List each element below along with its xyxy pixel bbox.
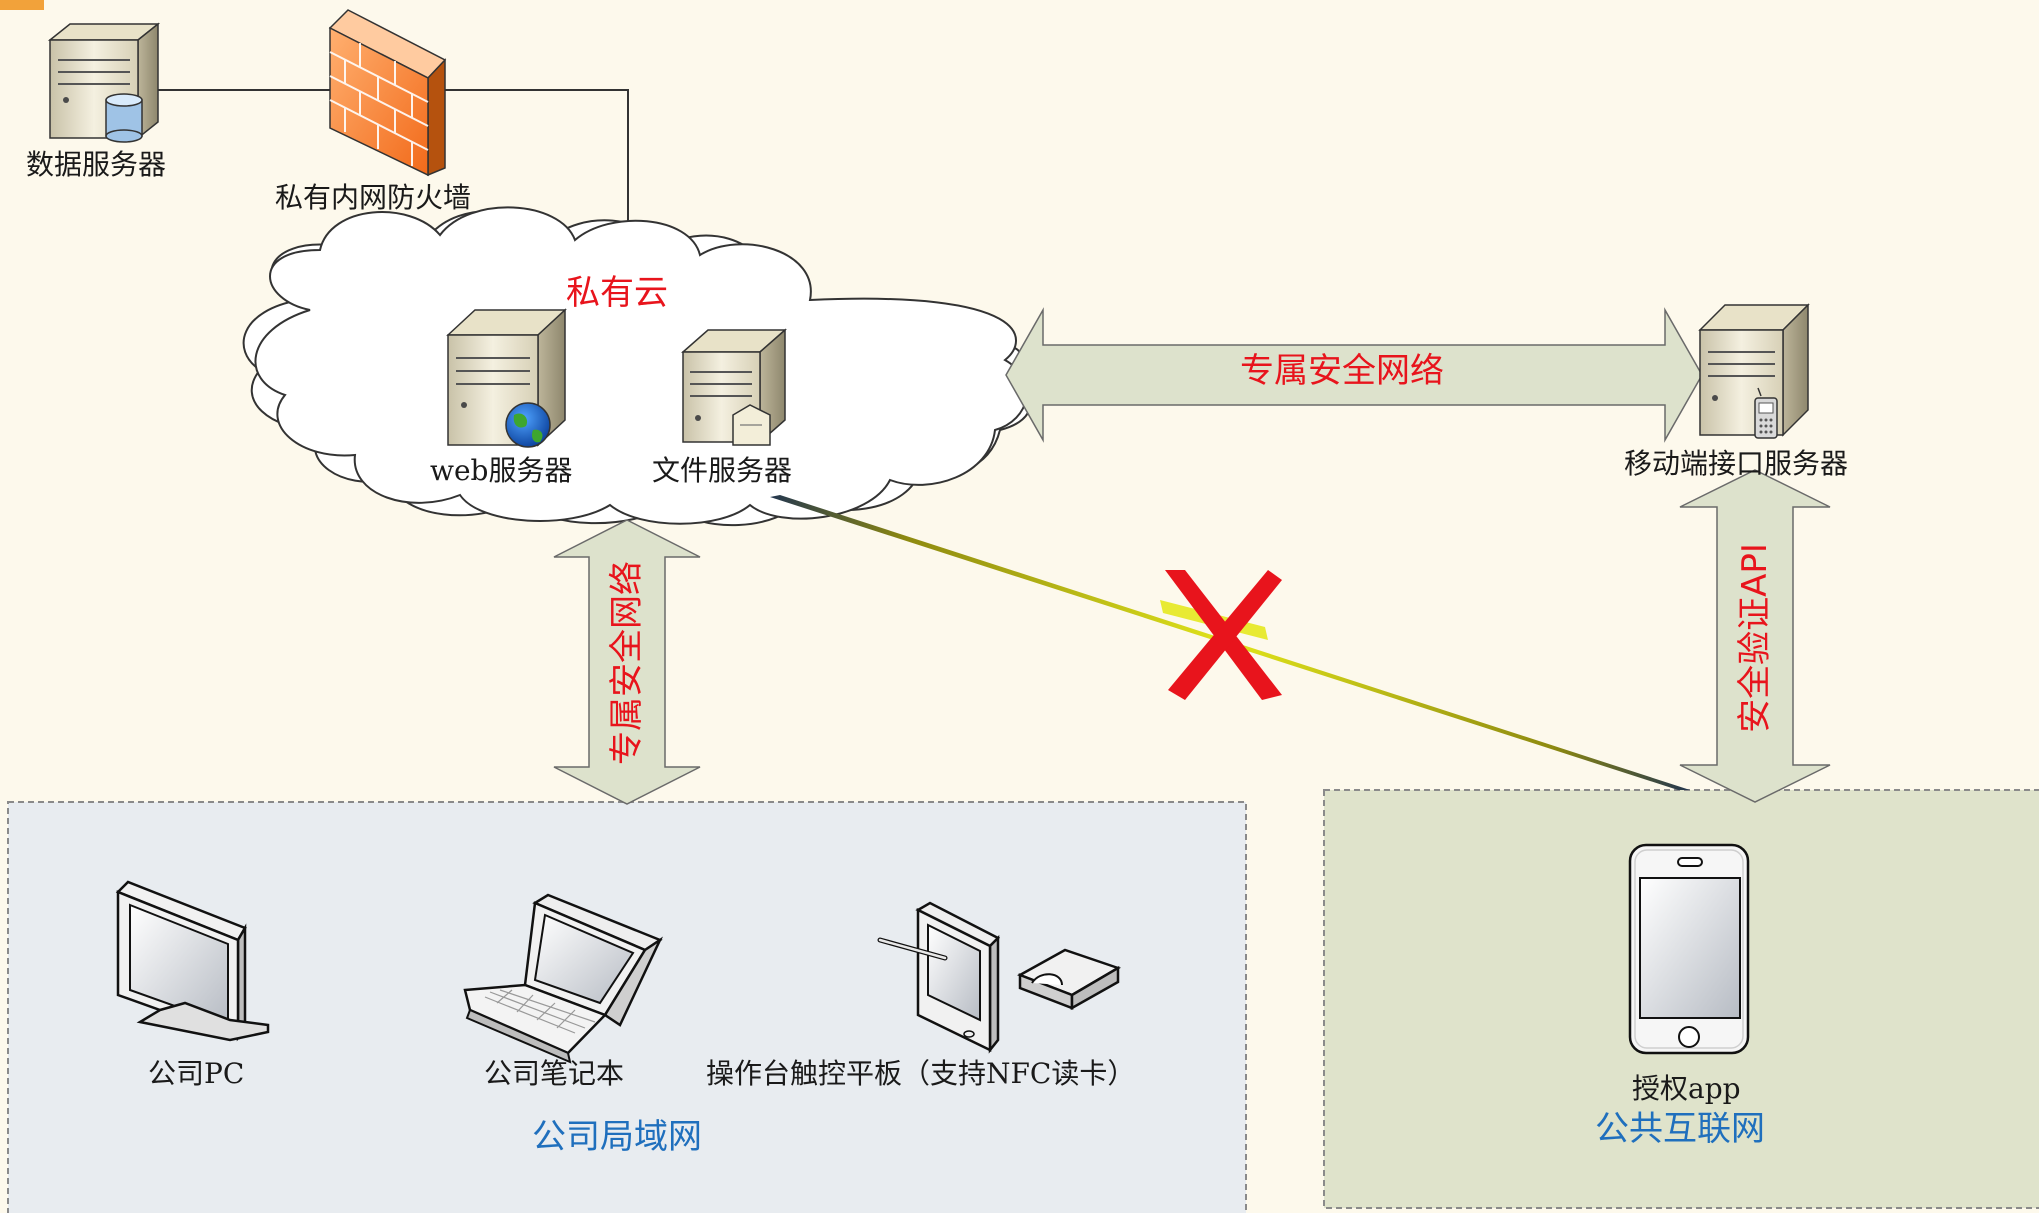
phone-icon — [1754, 387, 1778, 439]
cross-icon — [1165, 570, 1282, 700]
database-icon — [105, 93, 143, 143]
nfc-reader-icon — [1017, 948, 1121, 1011]
private-cloud-outline — [254, 206, 1028, 525]
file-server-icon — [681, 328, 787, 446]
firewall-link-line — [158, 89, 629, 232]
monitor-icon — [115, 880, 270, 1042]
web-server-label: web服务器 — [430, 454, 573, 487]
smartphone-icon — [1628, 843, 1750, 1055]
globe-icon — [505, 402, 551, 448]
exclusive-network-v-arrow — [553, 519, 701, 805]
security-api-label: 安全验证API — [1735, 543, 1775, 733]
stylus-icon — [877, 937, 948, 961]
file-server-label: 文件服务器 — [652, 454, 793, 487]
company-laptop-label: 公司笔记本 — [484, 1057, 625, 1090]
security-api-arrow — [1679, 469, 1831, 803]
tablet-icon — [915, 901, 1001, 1054]
firewall-icon — [328, 9, 447, 177]
console-tablet-label: 操作台触控平板（支持NFC读卡） — [706, 1057, 1136, 1090]
exclusive-network-v-label: 专属安全网络 — [607, 561, 647, 765]
web-server-icon — [446, 308, 567, 448]
company-pc-label: 公司PC — [148, 1057, 245, 1090]
laptop-icon — [463, 893, 664, 1064]
corner-accent — [0, 0, 44, 10]
folder-icon — [732, 404, 771, 446]
data-server-icon — [47, 22, 161, 143]
public-internet-label: 公共互联网 — [1595, 1109, 1765, 1149]
private-cloud-label: 私有云 — [566, 273, 668, 313]
mobile-server-label: 移动端接口服务器 — [1624, 447, 1849, 480]
auth-app-label: 授权app — [1632, 1072, 1741, 1105]
data-server-label: 数据服务器 — [26, 148, 167, 181]
mobile-server-icon — [1698, 303, 1810, 439]
firewall-label: 私有内网防火墙 — [275, 181, 472, 214]
company-lan-label: 公司局域网 — [532, 1117, 702, 1157]
exclusive-network-h-label: 专属安全网络 — [1240, 351, 1444, 391]
